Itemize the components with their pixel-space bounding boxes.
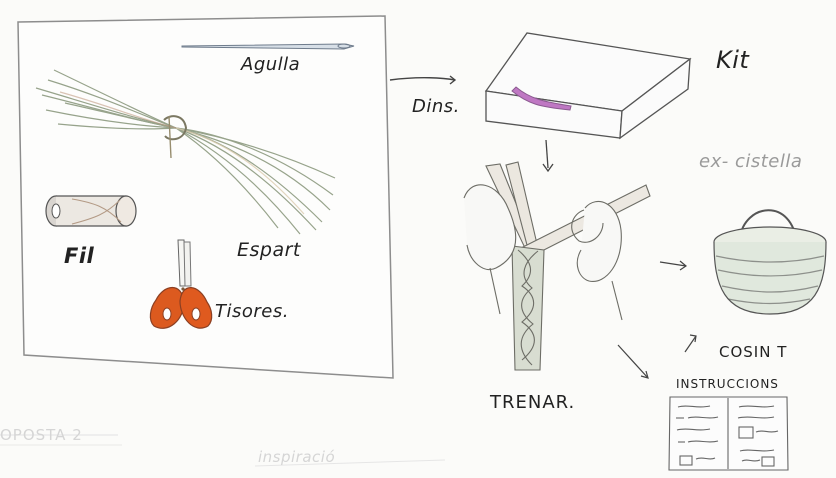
label-kit: Kit: [716, 46, 749, 74]
instructions-sheet-icon: [669, 397, 788, 470]
basket-icon: [714, 210, 826, 314]
label-espart: Espart: [237, 239, 301, 261]
box-icon: [486, 33, 690, 138]
label-trenar: TRENAR.: [490, 392, 575, 413]
arrow-icon: [685, 336, 696, 352]
label-cosint: COSIN T: [719, 343, 787, 361]
arrow-icon: [618, 345, 648, 378]
label-agulla: Agulla: [241, 54, 300, 75]
faint-proposta-label: OPOSTA 2: [0, 426, 83, 444]
thread-spool-icon: [46, 196, 136, 226]
arrow-icon: [546, 140, 548, 168]
braid-icon: [464, 162, 650, 370]
label-instruccions: INSTRUCCIONS: [676, 377, 779, 391]
faint-inspiracio-label: inspiració: [258, 448, 335, 466]
label-tisores: Tisores.: [215, 301, 289, 322]
label-dins: Dins.: [412, 96, 460, 117]
label-ex-cistella: ex- cistella: [699, 151, 802, 172]
arrow-icon: [390, 78, 455, 80]
label-fil: Fil: [64, 244, 94, 268]
